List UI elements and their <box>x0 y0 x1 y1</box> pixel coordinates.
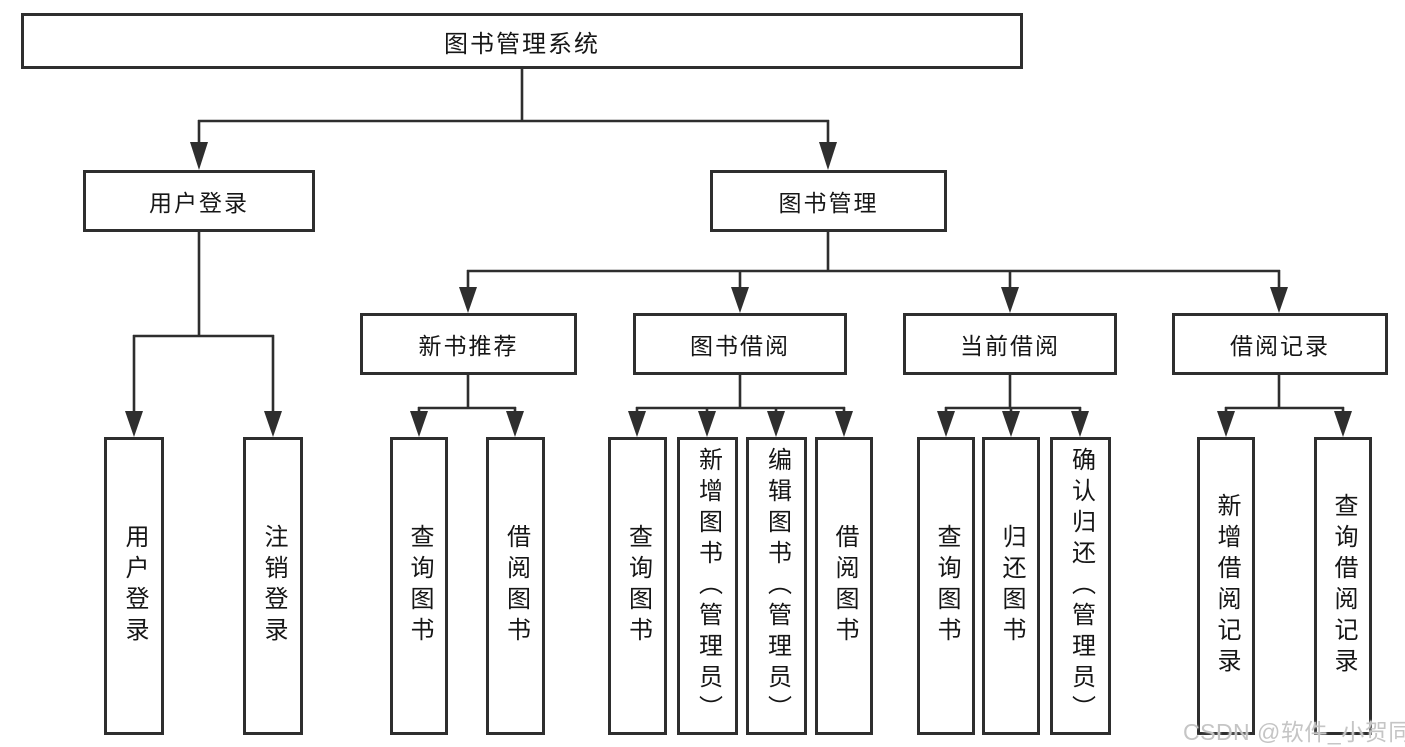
watermark: CSDN @软件_小贺同学 <box>1183 719 1405 745</box>
node-label: 注销登录 <box>260 524 287 648</box>
node-book-management: 图书管理 <box>710 170 947 232</box>
node-br-add-record: 新增借阅记录 <box>1197 437 1255 735</box>
node-label: 图书管理 <box>778 190 879 216</box>
node-cb-return-books: 归还图书 <box>982 437 1040 735</box>
node-user-login: 用户登录 <box>83 170 315 232</box>
node-current-borrow: 当前借阅 <box>903 313 1117 375</box>
node-label: 借阅图书 <box>502 524 530 648</box>
node-label: 编辑图书（管理员） <box>763 446 791 726</box>
node-label: 新增借阅记录 <box>1213 493 1240 679</box>
node-new-book-recommend: 新书推荐 <box>360 313 577 375</box>
arrowheads <box>125 142 1352 437</box>
node-label: 新书推荐 <box>418 333 519 359</box>
node-label: 查询图书 <box>933 524 960 648</box>
node-rec-query-books: 查询图书 <box>390 437 448 735</box>
node-label: 用户登录 <box>121 524 148 648</box>
node-borrow-records: 借阅记录 <box>1172 313 1388 375</box>
node-login: 用户登录 <box>104 437 164 735</box>
node-label: 借阅图书 <box>831 524 858 648</box>
node-label: 用户登录 <box>149 190 249 216</box>
node-label: 图书管理系统 <box>444 30 600 58</box>
node-bb-add-books-admin: 新增图书（管理员） <box>677 437 738 735</box>
node-label: 确认归还（管理员） <box>1067 446 1095 726</box>
node-bb-query-books: 查询图书 <box>608 437 667 735</box>
node-label: 查询图书 <box>406 524 433 648</box>
node-library-management-system: 图书管理系统 <box>21 13 1023 69</box>
node-label: 借阅记录 <box>1230 333 1330 359</box>
node-logout: 注销登录 <box>243 437 303 735</box>
node-cb-query-books: 查询图书 <box>917 437 975 735</box>
node-bb-edit-books-admin: 编辑图书（管理员） <box>746 437 807 735</box>
node-label: 图书借阅 <box>690 333 790 359</box>
node-bb-borrow-books: 借阅图书 <box>815 437 873 735</box>
node-br-query-record: 查询借阅记录 <box>1314 437 1372 735</box>
node-label: 新增图书（管理员） <box>694 446 722 726</box>
node-label: 当前借阅 <box>960 333 1060 359</box>
node-rec-borrow-books: 借阅图书 <box>486 437 545 735</box>
node-label: 查询借阅记录 <box>1330 493 1357 679</box>
node-cb-confirm-return-admin: 确认归还（管理员） <box>1050 437 1111 735</box>
node-book-borrow: 图书借阅 <box>633 313 847 375</box>
node-label: 归还图书 <box>998 524 1025 648</box>
node-label: 查询图书 <box>624 524 652 648</box>
